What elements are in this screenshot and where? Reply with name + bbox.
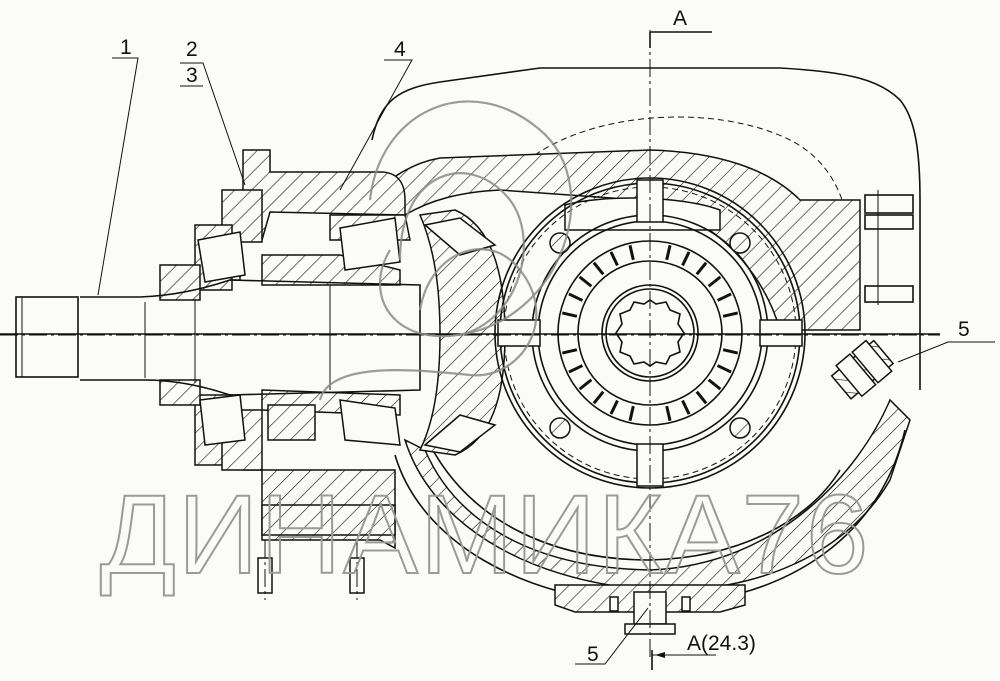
needle-rollers bbox=[561, 244, 739, 422]
needle-roller bbox=[561, 348, 578, 355]
needle-roller bbox=[695, 261, 708, 276]
needle-roller bbox=[578, 275, 593, 288]
needle-roller bbox=[578, 378, 593, 391]
callouts: 1 2 3 4 5 5 А А(24.3) bbox=[120, 7, 970, 666]
needle-roller bbox=[695, 390, 708, 405]
needle-roller bbox=[628, 244, 635, 261]
needle-roller bbox=[561, 311, 578, 318]
callout-5-bottom: 5 bbox=[587, 643, 599, 666]
watermark-text: ДИНАМИКА76 bbox=[100, 472, 870, 597]
needle-roller bbox=[716, 364, 732, 374]
callout-3: 3 bbox=[186, 64, 198, 87]
needle-roller bbox=[681, 399, 691, 415]
needle-roller bbox=[722, 348, 739, 355]
needle-roller bbox=[568, 292, 584, 302]
needle-roller bbox=[716, 292, 732, 302]
needle-roller bbox=[707, 275, 722, 288]
needle-roller bbox=[592, 390, 605, 405]
needle-roller bbox=[722, 311, 739, 318]
bearing-housing-left bbox=[159, 149, 411, 600]
callout-2: 2 bbox=[186, 38, 198, 61]
right-ports bbox=[864, 190, 914, 305]
callout-4: 4 bbox=[394, 38, 406, 61]
section-label-top: А bbox=[673, 7, 687, 30]
needle-roller bbox=[665, 244, 672, 261]
needle-roller bbox=[628, 405, 635, 422]
needle-roller bbox=[707, 378, 722, 391]
callout-1: 1 bbox=[120, 36, 132, 59]
needle-roller bbox=[568, 364, 584, 374]
casing-upper bbox=[347, 149, 861, 331]
needle-roller bbox=[609, 251, 619, 267]
housing-cover bbox=[371, 67, 921, 390]
input-shaft bbox=[15, 209, 506, 456]
plug-right bbox=[830, 339, 895, 400]
needle-roller bbox=[665, 405, 672, 422]
needle-roller bbox=[592, 261, 605, 276]
watermark-swirl bbox=[318, 100, 573, 401]
section-label-bottom: А(24.3) bbox=[687, 632, 756, 655]
callout-5-right: 5 bbox=[958, 318, 970, 341]
needle-roller bbox=[609, 399, 619, 415]
leader-lines bbox=[97, 31, 995, 670]
needle-roller bbox=[681, 251, 691, 267]
center-lines bbox=[0, 30, 940, 660]
